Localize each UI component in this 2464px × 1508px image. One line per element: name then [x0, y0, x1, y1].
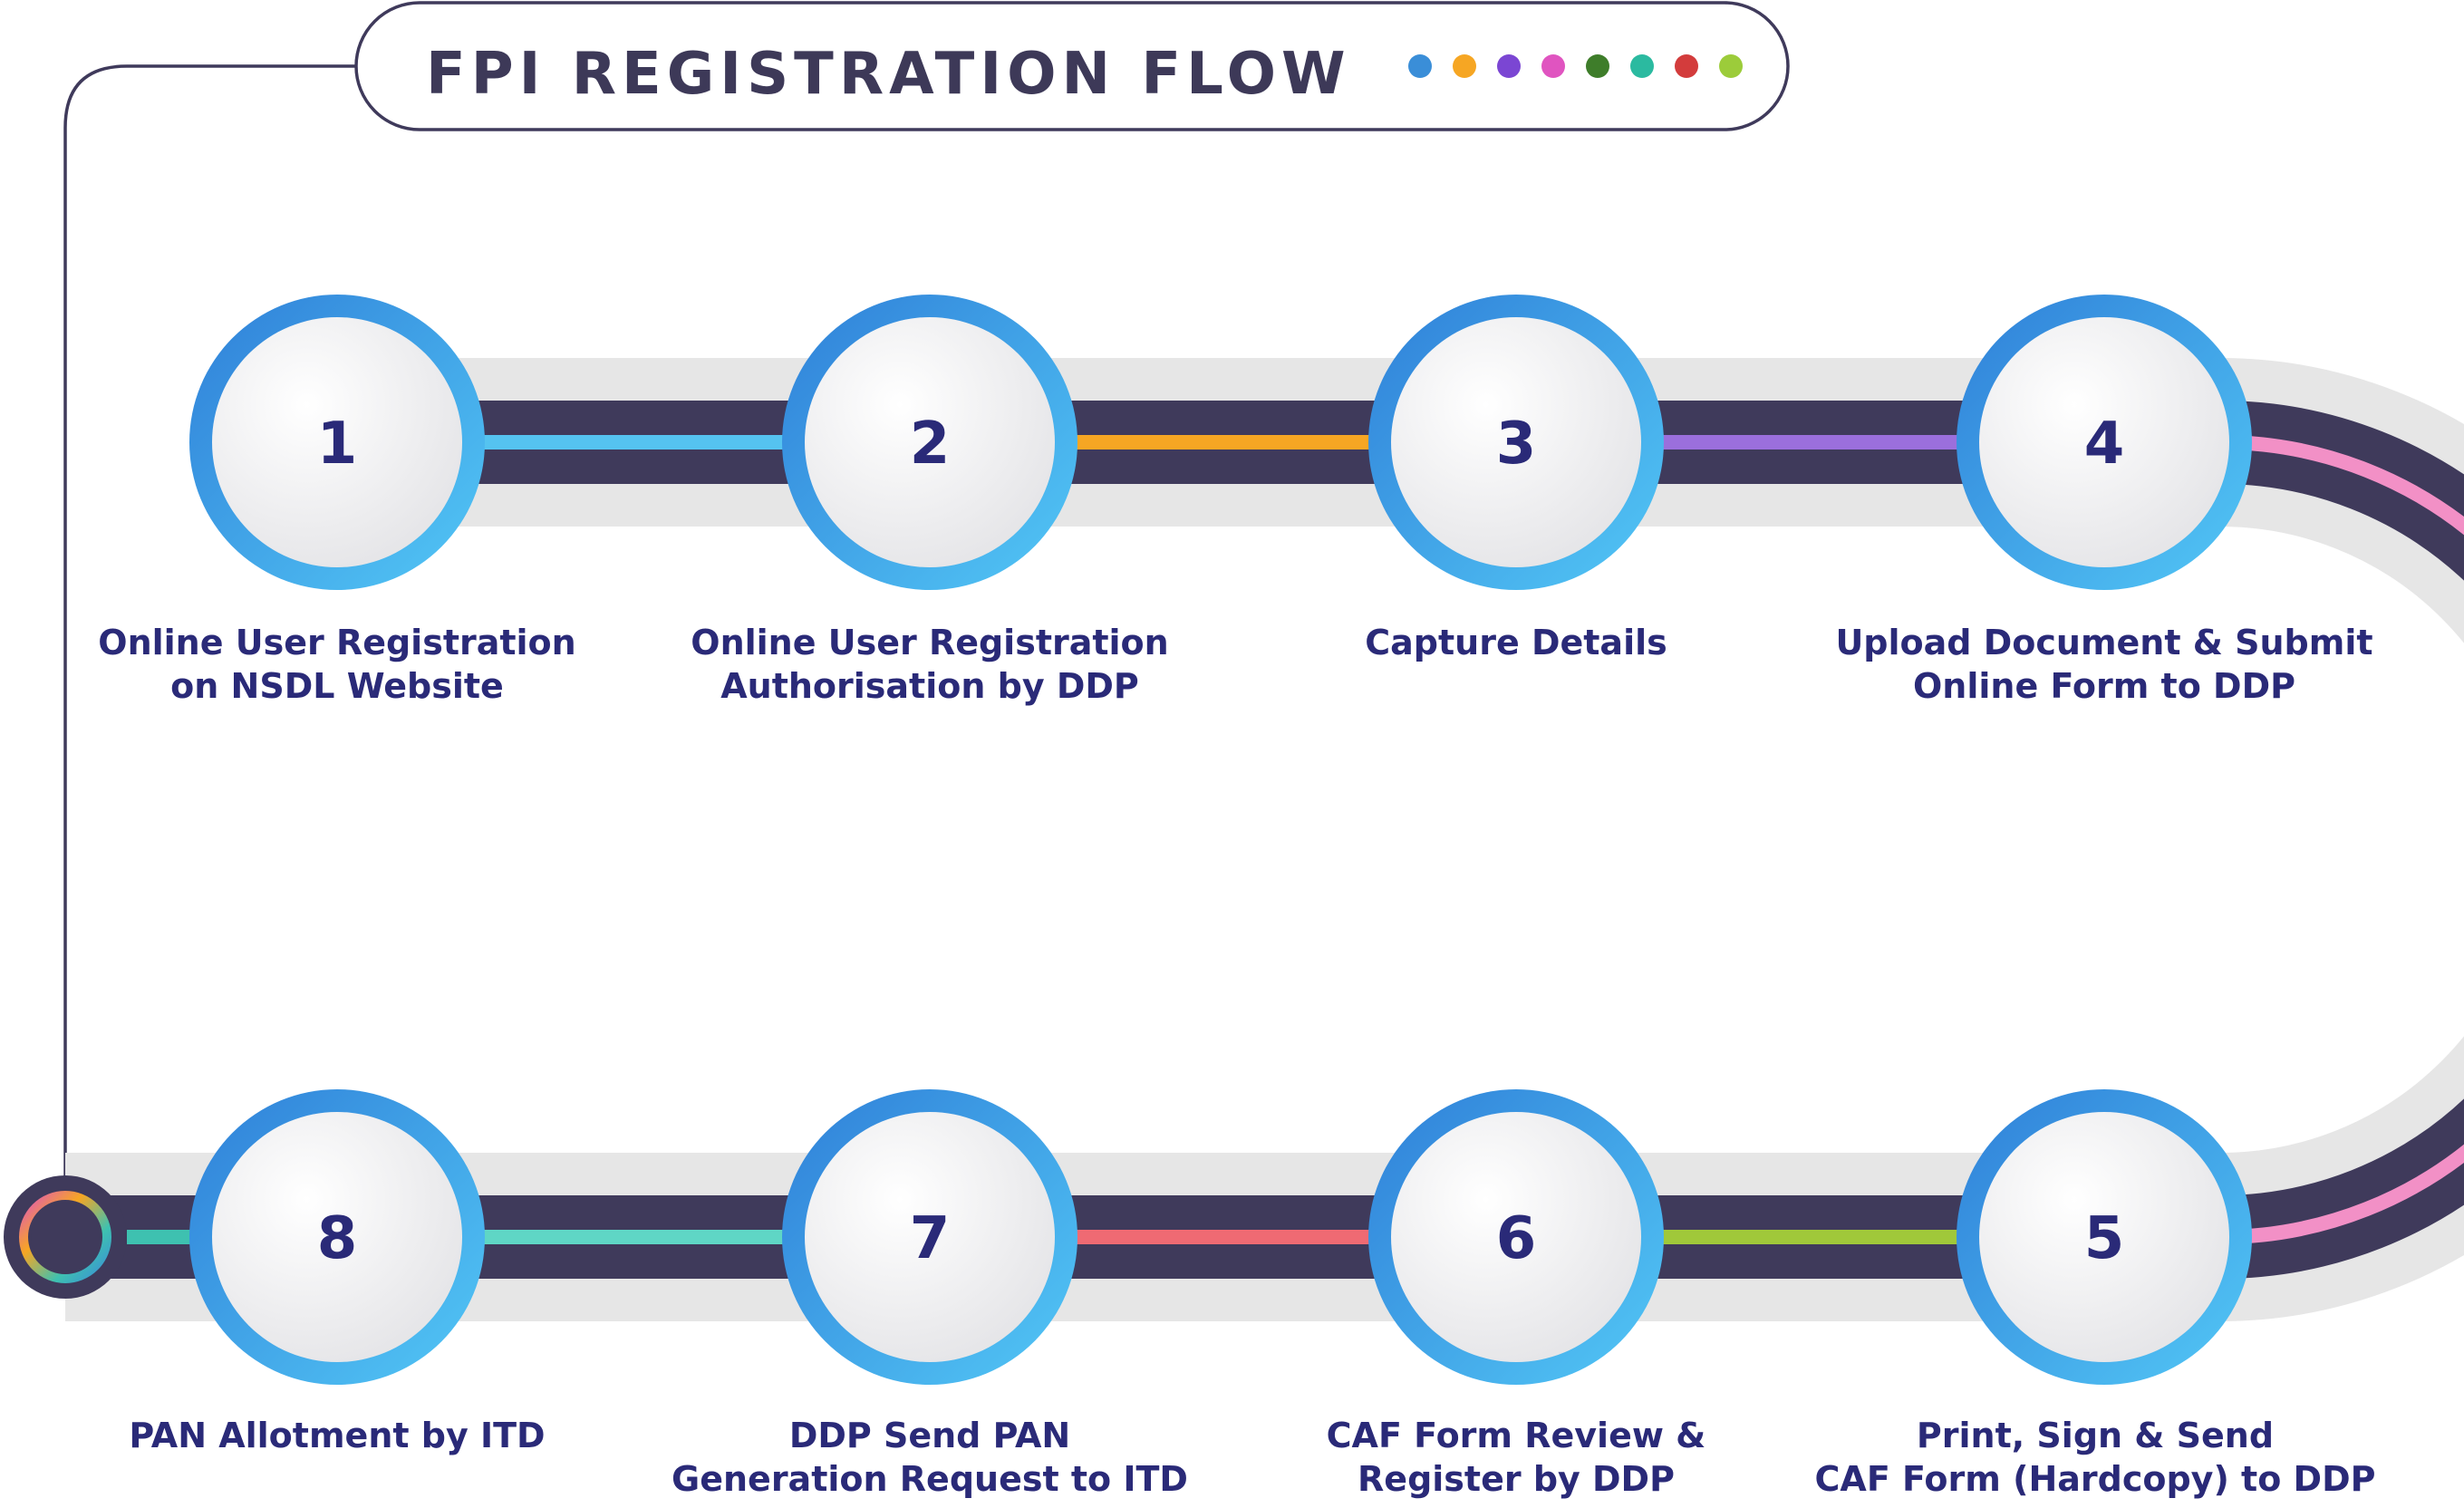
legend-dot: [1541, 54, 1565, 78]
step-node-7: 7: [782, 1089, 1077, 1385]
step-number: 4: [2084, 411, 2125, 478]
title-pill: FPI REGISTRATION FLOW: [354, 1, 1790, 131]
legend-dot: [1675, 54, 1698, 78]
start-connector-line: [63, 64, 358, 1181]
step-label-7: DDP Send PAN Generation Request to ITD: [640, 1414, 1220, 1501]
step-label-3: Capture Details: [1226, 621, 1806, 664]
step-label-line: Generation Request to ITD: [672, 1459, 1188, 1499]
step-label-line: Online User Registration: [98, 623, 576, 662]
step-number: 5: [2084, 1205, 2125, 1272]
step-node-8: 8: [189, 1089, 485, 1385]
step-label-line: Capture Details: [1365, 623, 1667, 662]
step-label-1: Online User Registration on NSDL Website: [47, 621, 627, 708]
step-label-8: PAN Allotment by ITD: [47, 1414, 627, 1457]
step-label-line: PAN Allotment by ITD: [129, 1416, 546, 1455]
step-number: 2: [910, 411, 951, 478]
step-number: 3: [1496, 411, 1537, 478]
step-label-6: CAF Form Review & Register by DDP: [1226, 1414, 1806, 1501]
step-node-4: 4: [1957, 295, 2252, 590]
step-label-line: Register by DDP: [1358, 1459, 1675, 1499]
legend-dot: [1408, 54, 1432, 78]
step-number: 7: [910, 1205, 951, 1272]
legend-dot: [1586, 54, 1609, 78]
step-label-line: Authorisation by DDP: [720, 666, 1139, 706]
step-nodes: 1 2 3 4 5 6 7 8: [189, 295, 2252, 1385]
step-node-6: 6: [1368, 1089, 1664, 1385]
legend-dot: [1453, 54, 1476, 78]
step-number: 6: [1496, 1205, 1537, 1272]
step-label-line: Online User Registration: [691, 623, 1169, 662]
step-node-3: 3: [1368, 295, 1664, 590]
step-label-line: CAF Form Review &: [1326, 1416, 1706, 1455]
step-number: 8: [317, 1205, 358, 1272]
start-node: [4, 1175, 127, 1299]
step-node-1: 1: [189, 295, 485, 590]
step-label-line: Upload Document & Submit: [1835, 623, 2373, 662]
legend-dot: [1630, 54, 1654, 78]
step-label-line: DDP Send PAN: [788, 1416, 1071, 1455]
step-number: 1: [317, 411, 358, 478]
step-label-line: Online Form to DDP: [1913, 666, 2295, 706]
segment-4-5: [2104, 435, 2464, 1244]
legend-dots: [1408, 54, 1743, 78]
step-node-2: 2: [782, 295, 1077, 590]
step-node-5: 5: [1957, 1089, 2252, 1385]
step-label-line: CAF Form (Hardcopy) to DDP: [1814, 1459, 2376, 1499]
legend-dot: [1719, 54, 1743, 78]
legend-dot: [1497, 54, 1521, 78]
step-label-line: on NSDL Website: [170, 666, 504, 706]
page-title: FPI REGISTRATION FLOW: [426, 41, 1351, 108]
step-label-line: Print, Sign & Send: [1916, 1416, 2275, 1455]
